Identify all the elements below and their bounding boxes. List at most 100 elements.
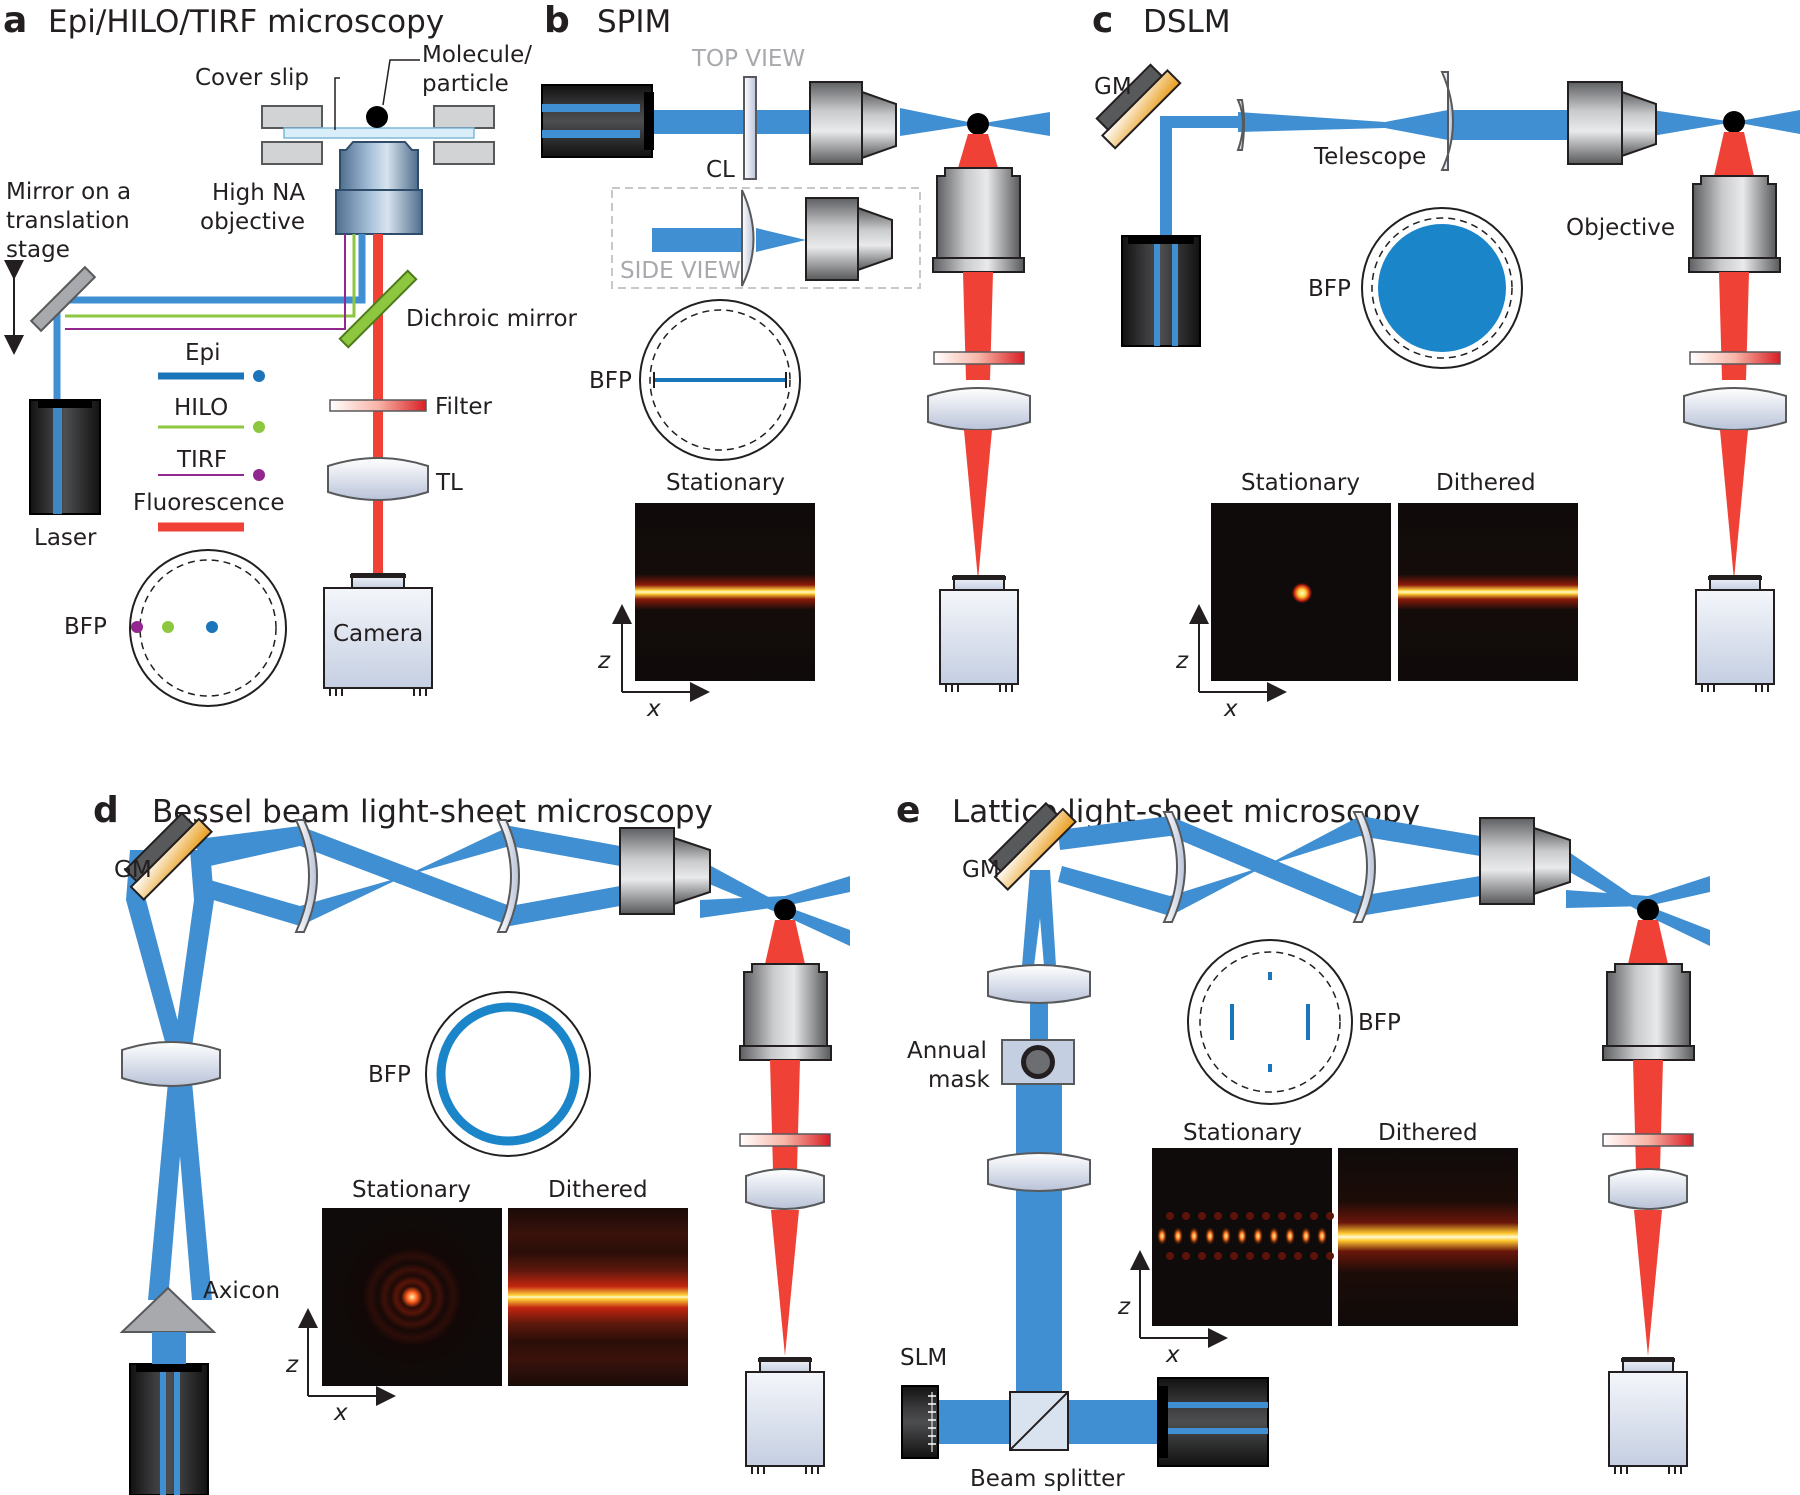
leader-line bbox=[334, 77, 340, 130]
relay-lens-1 bbox=[1162, 811, 1186, 923]
axis-z: z bbox=[1117, 1294, 1131, 1320]
panel-c: c DSLM GM Telescope Objective bbox=[1092, 0, 1800, 722]
relay-ray bbox=[510, 886, 620, 926]
galvo-mirror bbox=[1095, 63, 1182, 150]
camera-pins bbox=[1614, 1466, 1682, 1474]
lattice-side-spot bbox=[1198, 1252, 1206, 1260]
dithered-image bbox=[1398, 503, 1578, 681]
label-mirror-1: Mirror on a bbox=[6, 179, 131, 205]
laser-stripe bbox=[1168, 1428, 1268, 1434]
laser-head bbox=[136, 1364, 202, 1372]
relay-ray bbox=[200, 880, 300, 926]
sample bbox=[774, 899, 796, 921]
label-cover-slip: Cover slip bbox=[195, 65, 309, 91]
relay-ray bbox=[1170, 816, 1360, 916]
camera-rim bbox=[350, 574, 406, 578]
lattice-spot bbox=[1221, 1227, 1231, 1245]
laser bbox=[1157, 1377, 1269, 1467]
focus-ray bbox=[1566, 850, 1710, 946]
beam-legend: Epi HILO TIRF Fluorescence bbox=[133, 340, 285, 532]
side-objective bbox=[805, 197, 859, 281]
sample bbox=[1723, 111, 1745, 133]
fluorescence-focus bbox=[1634, 1210, 1662, 1356]
tirf-beam bbox=[65, 234, 346, 330]
camera-pins bbox=[945, 684, 1013, 692]
camera-rim bbox=[1708, 576, 1762, 580]
label-gm: GM bbox=[1094, 74, 1132, 100]
lattice-side-spot bbox=[1246, 1212, 1254, 1220]
lattice-side-spot bbox=[1262, 1212, 1270, 1220]
relay-lens-1 bbox=[294, 819, 318, 933]
lattice-pattern bbox=[1157, 1212, 1334, 1260]
stage-plate bbox=[261, 141, 323, 165]
cylindrical-lens bbox=[743, 76, 757, 180]
light-sheet-beam bbox=[1734, 110, 1800, 134]
objective-nose bbox=[673, 836, 711, 906]
tube-lens bbox=[1683, 387, 1787, 431]
laser bbox=[541, 84, 653, 158]
camera-pins bbox=[329, 688, 427, 696]
dichroic-mirror bbox=[338, 269, 418, 349]
filter bbox=[1602, 1133, 1694, 1147]
objective-collar bbox=[739, 1045, 832, 1061]
bessel-ray bbox=[126, 900, 188, 1060]
slm-pixels bbox=[928, 1392, 936, 1452]
dithered-image bbox=[508, 1208, 688, 1386]
stage-plate bbox=[433, 105, 495, 129]
laser-stripe bbox=[53, 408, 62, 514]
side-view-box bbox=[611, 187, 921, 289]
illumination-objective bbox=[809, 81, 863, 165]
lattice-side-spot bbox=[1294, 1212, 1302, 1220]
illumination-objective bbox=[619, 827, 675, 915]
label-bfp: BFP bbox=[368, 1062, 411, 1088]
axis-x: x bbox=[1165, 1342, 1180, 1368]
lattice-side-spot bbox=[1310, 1212, 1318, 1220]
lattice-spot bbox=[1269, 1227, 1279, 1245]
axis-z: z bbox=[597, 648, 611, 674]
bfp-na bbox=[1371, 217, 1513, 359]
gm-body bbox=[987, 801, 1059, 873]
expanded-beam bbox=[1448, 110, 1568, 140]
stage-plate bbox=[433, 141, 495, 165]
label-high-na: High NA bbox=[212, 180, 305, 206]
laser-beam bbox=[654, 110, 810, 134]
laser-stripe bbox=[1154, 244, 1160, 346]
camera bbox=[745, 1371, 825, 1467]
label-beam-splitter: Beam splitter bbox=[970, 1466, 1125, 1492]
side-beam bbox=[652, 228, 746, 252]
bfp-na bbox=[649, 309, 791, 451]
laser-stripe bbox=[160, 1372, 166, 1495]
label-bfp: BFP bbox=[589, 368, 632, 394]
label-laser: Laser bbox=[34, 525, 97, 551]
laser bbox=[129, 1363, 209, 1495]
objective-collar bbox=[1688, 257, 1781, 273]
filter bbox=[739, 1133, 831, 1147]
objective-collar bbox=[1602, 1045, 1695, 1061]
label-dithered: Dithered bbox=[1436, 470, 1536, 496]
relay-ray bbox=[1360, 876, 1480, 916]
panel-d: d Bessel beam light-sheet microscopy GM bbox=[93, 790, 850, 1495]
filter bbox=[329, 399, 427, 412]
objective-nose bbox=[1621, 90, 1657, 158]
label-filter: Filter bbox=[435, 394, 493, 420]
bfp-na bbox=[139, 559, 277, 697]
light-sheet-beam bbox=[900, 108, 978, 136]
camera bbox=[323, 587, 433, 689]
label-gm: GM bbox=[962, 857, 1000, 883]
fluorescence-focus bbox=[1720, 430, 1748, 580]
dithered-image bbox=[1338, 1148, 1518, 1326]
laser-stripe bbox=[542, 130, 640, 138]
laser-beam bbox=[152, 1332, 186, 1364]
panel-title: Bessel beam light-sheet microscopy bbox=[152, 794, 713, 830]
splitter-diagonal bbox=[1009, 1391, 1069, 1451]
telescope-beam bbox=[1238, 110, 1448, 140]
laser-beam bbox=[1160, 116, 1238, 128]
mask-center bbox=[1026, 1050, 1050, 1074]
focus-ray bbox=[1566, 876, 1710, 908]
lattice-side-spot bbox=[1230, 1252, 1238, 1260]
panel-letter: d bbox=[93, 790, 119, 831]
laser-head bbox=[1128, 236, 1194, 244]
label-stationary: Stationary bbox=[1183, 1120, 1302, 1146]
lattice-side-spot bbox=[1262, 1252, 1270, 1260]
